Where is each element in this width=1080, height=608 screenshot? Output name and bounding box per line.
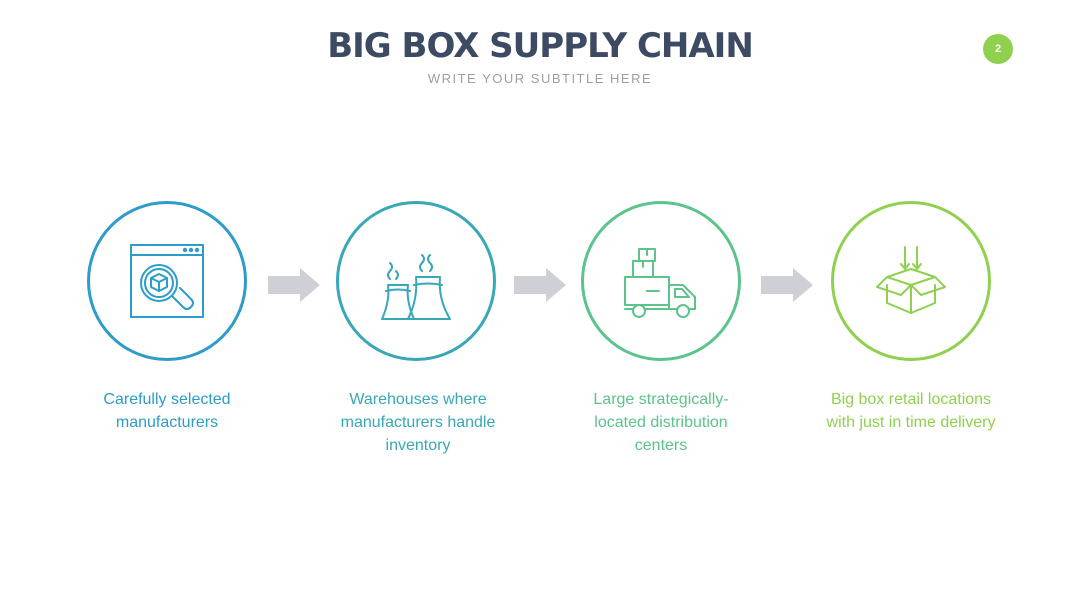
step-4-circle: [831, 201, 991, 361]
step-2-circle: [336, 201, 496, 361]
flow-arrow-1: [268, 268, 320, 302]
flow-arrow-3: [761, 268, 813, 302]
flow-arrow-2: [514, 268, 566, 302]
slide-subtitle: WRITE YOUR SUBTITLE HERE: [427, 71, 653, 86]
page-number-badge: 2: [983, 34, 1013, 64]
step-1-label: Carefully selected manufacturers: [103, 391, 231, 431]
factory-cooling-tower-icon: [381, 254, 451, 320]
step-3-circle: [581, 201, 741, 361]
step-1-circle: [87, 201, 247, 361]
step-2-label: Warehouses where manufacturers handle in…: [340, 391, 496, 454]
step-4-label: Big box retail locations with just in ti…: [826, 391, 996, 431]
delivery-truck-icon: [624, 248, 696, 318]
slide-title: BIG BOX SUPPLY CHAIN: [327, 26, 754, 66]
window-search-box-icon: [130, 244, 204, 318]
open-box-icon: [876, 246, 946, 314]
step-3-label: Large strategically-located distribution…: [593, 391, 729, 454]
